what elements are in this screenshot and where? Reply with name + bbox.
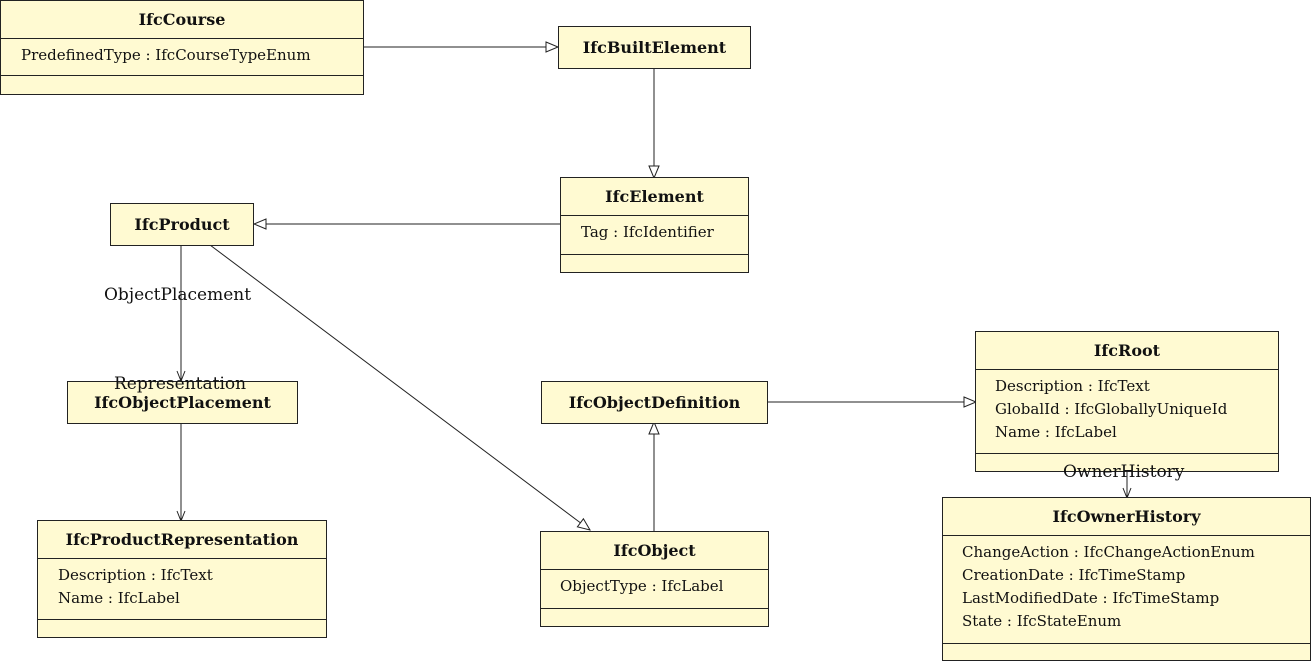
class-ifccourse[interactable]: IfcCourse PredefinedType : IfcCourseType… xyxy=(0,0,364,95)
operation-section xyxy=(561,254,748,272)
association-label-representation: Representation xyxy=(114,374,247,394)
attribute: ObjectType : IfcLabel xyxy=(560,577,724,595)
attribute: Description : IfcText xyxy=(995,377,1150,395)
attribute-section: Description : IfcText Name : IfcLabel xyxy=(38,558,326,619)
operation-section xyxy=(943,643,1310,660)
attribute: State : IfcStateEnum xyxy=(962,612,1122,630)
class-name: IfcProductRepresentation xyxy=(65,530,299,549)
class-name: IfcCourse xyxy=(138,10,226,29)
class-ifcelement[interactable]: IfcElement Tag : IfcIdentifier xyxy=(560,177,749,273)
class-ifcobjectdefinition[interactable]: IfcObjectDefinition xyxy=(541,381,768,424)
class-name: IfcObject xyxy=(613,541,696,560)
association-label-objectplacement: ObjectPlacement xyxy=(104,285,252,305)
class-name: IfcElement xyxy=(605,187,704,206)
class-ifcroot[interactable]: IfcRoot Description : IfcText GlobalId :… xyxy=(975,331,1279,472)
attribute: ChangeAction : IfcChangeActionEnum xyxy=(962,543,1255,561)
operation-section xyxy=(976,453,1278,471)
association-label-ownerhistory: OwnerHistory xyxy=(1063,462,1185,482)
class-name: IfcOwnerHistory xyxy=(1052,507,1201,526)
class-name: IfcObjectPlacement xyxy=(94,393,271,412)
attribute: Description : IfcText xyxy=(58,566,213,584)
attribute-section: ObjectType : IfcLabel xyxy=(541,569,768,608)
class-name: IfcProduct xyxy=(134,215,230,234)
attribute-section: ChangeAction : IfcChangeActionEnum Creat… xyxy=(943,535,1310,643)
class-ifcproduct[interactable]: IfcProduct xyxy=(110,203,254,246)
attribute-section: PredefinedType : IfcCourseTypeEnum xyxy=(1,38,363,75)
attribute: Name : IfcLabel xyxy=(995,423,1117,441)
attribute-section: Tag : IfcIdentifier xyxy=(561,215,748,254)
class-ifcobject[interactable]: IfcObject ObjectType : IfcLabel xyxy=(540,531,769,627)
class-name: IfcBuiltElement xyxy=(582,38,727,57)
attribute: PredefinedType : IfcCourseTypeEnum xyxy=(21,46,311,64)
operation-section xyxy=(38,619,326,637)
attribute: GlobalId : IfcGloballyUniqueId xyxy=(995,400,1228,418)
generalization-product-to-object xyxy=(209,244,590,530)
class-ifcownerhistory[interactable]: IfcOwnerHistory ChangeAction : IfcChange… xyxy=(942,497,1311,661)
attribute: CreationDate : IfcTimeStamp xyxy=(962,566,1186,584)
class-ifcbuiltelement[interactable]: IfcBuiltElement xyxy=(558,26,751,69)
class-name: IfcRoot xyxy=(1093,341,1161,360)
attribute: Tag : IfcIdentifier xyxy=(581,223,714,241)
class-name: IfcObjectDefinition xyxy=(568,393,741,412)
operation-section xyxy=(1,75,363,94)
class-ifcproductrepresentation[interactable]: IfcProductRepresentation Description : I… xyxy=(37,520,327,638)
attribute-section: Description : IfcText GlobalId : IfcGlob… xyxy=(976,369,1278,453)
attribute: LastModifiedDate : IfcTimeStamp xyxy=(962,589,1220,607)
operation-section xyxy=(541,608,768,626)
class-ifcobjectplacement[interactable]: IfcObjectPlacement xyxy=(67,381,298,424)
attribute: Name : IfcLabel xyxy=(58,589,180,607)
